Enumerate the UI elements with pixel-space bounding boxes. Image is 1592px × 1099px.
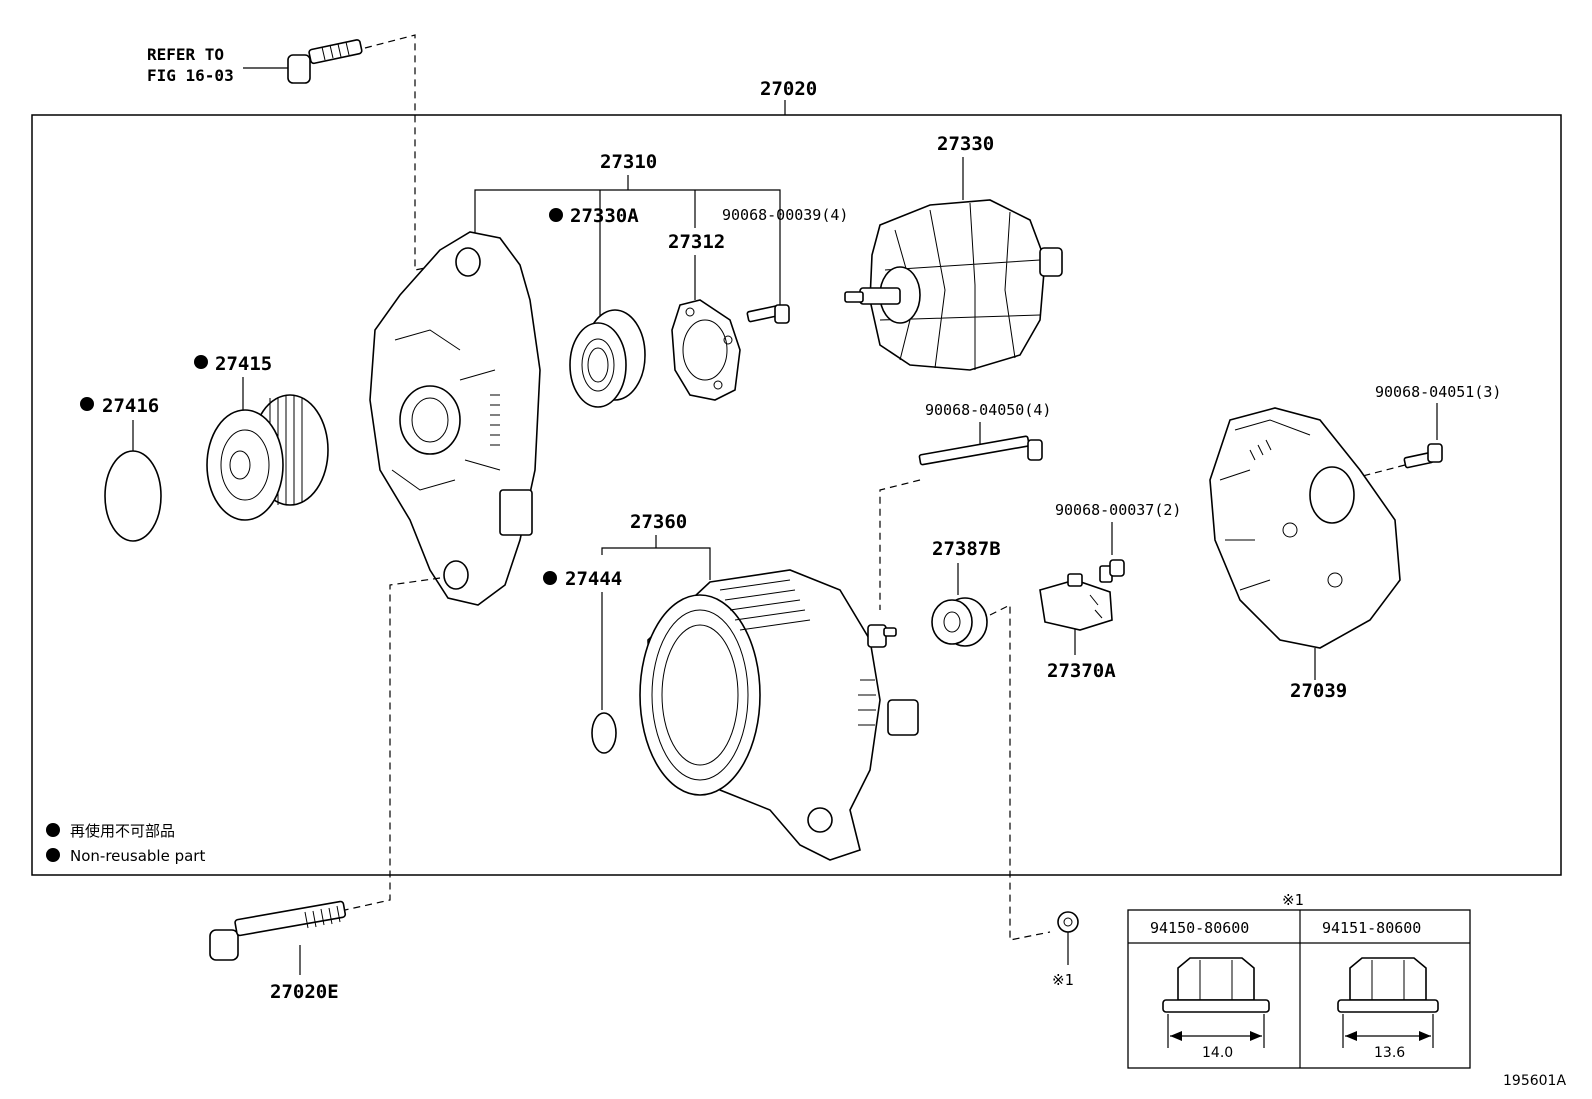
nonreusable-dot-icon bbox=[80, 397, 94, 411]
legend-english: Non-reusable part bbox=[70, 847, 205, 865]
part-label-27330[interactable]: 27330 bbox=[937, 133, 994, 155]
legend-dot-icon bbox=[46, 823, 60, 837]
dimension-label-2: 13.6 bbox=[1374, 1045, 1405, 1061]
part-label-27387B[interactable]: 27387B bbox=[932, 538, 1001, 560]
pulley-27415-icon bbox=[206, 394, 329, 521]
brush-holder-27370A-icon bbox=[1039, 573, 1113, 631]
bolt-27020E-icon bbox=[209, 900, 347, 961]
oring-27444-icon bbox=[591, 712, 617, 754]
assembly-number-label[interactable]: 27020 bbox=[760, 78, 817, 100]
insulator-27387B-icon bbox=[931, 597, 988, 647]
part-label-27039[interactable]: 27039 bbox=[1290, 680, 1347, 702]
refer-bolt-icon bbox=[287, 39, 363, 84]
part-label-27360[interactable]: 27360 bbox=[630, 511, 687, 533]
part-label-27310[interactable]: 27310 bbox=[600, 151, 657, 173]
dimension-13-6-icon bbox=[1342, 1014, 1434, 1048]
nonreusable-dot-icon bbox=[543, 571, 557, 585]
through-bolt-90068-04050-icon bbox=[918, 435, 1043, 466]
assembly-frame bbox=[31, 114, 1562, 876]
rear-cover-27039-icon bbox=[1209, 407, 1401, 649]
flange-nut-1-icon bbox=[1162, 957, 1270, 1013]
retainer-plate-27312-icon bbox=[671, 299, 741, 401]
part-label-27444[interactable]: 27444 bbox=[565, 568, 622, 590]
nut-table-part-1[interactable]: 94150-80600 bbox=[1150, 919, 1249, 937]
part-label-90068-04050[interactable]: 90068-04050(4) bbox=[925, 401, 1051, 419]
part-label-27020E[interactable]: 27020E bbox=[270, 981, 339, 1003]
bearing-27330A-icon bbox=[569, 309, 646, 408]
dimension-14-icon bbox=[1167, 1014, 1265, 1048]
drive-end-frame-icon bbox=[369, 231, 541, 606]
legend-dot-icon bbox=[46, 848, 60, 862]
part-label-27370A[interactable]: 27370A bbox=[1047, 660, 1116, 682]
refer-to-label[interactable]: REFER TO bbox=[147, 45, 224, 64]
rotor-27330-icon bbox=[844, 199, 1063, 371]
stator-end-frame-27360-icon bbox=[639, 569, 919, 861]
dimension-label-1: 14.0 bbox=[1202, 1045, 1233, 1061]
part-label-27312[interactable]: 27312 bbox=[668, 231, 725, 253]
nonreusable-dot-icon bbox=[194, 355, 208, 369]
nut-ref-icon bbox=[1057, 911, 1079, 933]
illustration-id: 195601A bbox=[1503, 1073, 1566, 1089]
cap-27416-icon bbox=[104, 450, 162, 542]
part-label-90068-00037[interactable]: 90068-00037(2) bbox=[1055, 501, 1181, 519]
nonreusable-dot-icon bbox=[549, 208, 563, 222]
refer-fig-label[interactable]: FIG 16-03 bbox=[147, 66, 234, 85]
nut-table-title: ※1 bbox=[1282, 891, 1304, 909]
part-label-90068-00039[interactable]: 90068-00039(4) bbox=[722, 206, 848, 224]
part-label-90068-04051[interactable]: 90068-04051(3) bbox=[1375, 383, 1501, 401]
ref-mark-label: ※1 bbox=[1052, 971, 1074, 989]
part-label-27415[interactable]: 27415 bbox=[215, 353, 272, 375]
flange-nut-2-icon bbox=[1337, 957, 1439, 1013]
part-label-27330A[interactable]: 27330A bbox=[570, 205, 639, 227]
screw-90068-00037-icon bbox=[1099, 559, 1125, 583]
nut-table-part-2[interactable]: 94151-80600 bbox=[1322, 919, 1421, 937]
legend-japanese: 再使用不可部品 bbox=[70, 822, 175, 840]
nut-table bbox=[1127, 909, 1471, 1069]
screw-90068-04051-icon bbox=[1403, 443, 1443, 469]
part-label-27416[interactable]: 27416 bbox=[102, 395, 159, 417]
screw-90068-00039-icon bbox=[746, 304, 790, 324]
